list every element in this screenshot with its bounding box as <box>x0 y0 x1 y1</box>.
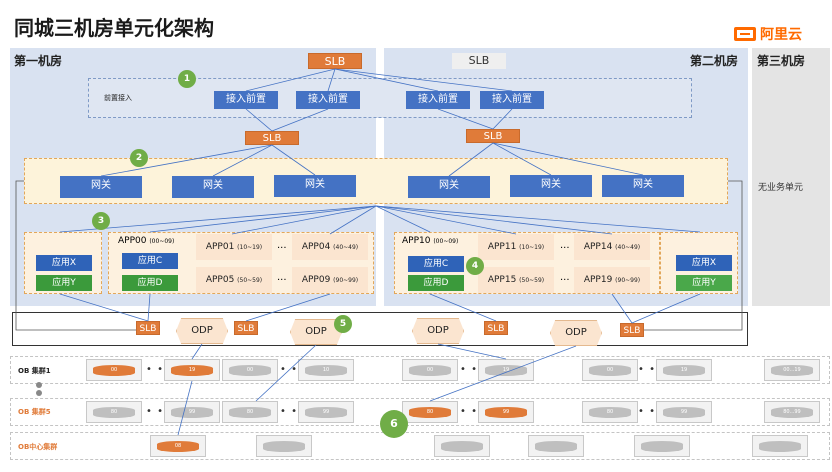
ob1-disk-19-b: 19 <box>478 359 534 381</box>
ob1-disk-00-b: 00 <box>222 359 278 381</box>
ob1-dots-1: • • • <box>146 364 176 375</box>
app01-cell: APP01 (10~19) <box>196 234 272 260</box>
ob5-disk-80-b: 80 <box>222 401 278 423</box>
gateway-2: 网关 <box>172 176 254 198</box>
room-3 <box>752 48 830 306</box>
room-1-label: 第一机房 <box>14 54 63 68</box>
front-node-4: 接入前置 <box>480 91 544 109</box>
aliyun-logo-icon <box>734 27 756 41</box>
pill-app-d-1: 应用D <box>122 275 178 291</box>
step-badge-3: 3 <box>92 212 110 230</box>
app14-cell: APP14 (40~49) <box>574 234 650 260</box>
page-title: 同城三机房单元化架构 <box>14 16 214 40</box>
obc-disk-3 <box>434 435 490 457</box>
gateway-3: 网关 <box>274 175 356 197</box>
ob1-disk-19-c: 19 <box>656 359 712 381</box>
pill-app-x-1: 应用X <box>36 255 92 271</box>
ob-row-center <box>10 432 830 460</box>
obc-disk-5 <box>634 435 690 457</box>
odp-slb-3: SLB <box>484 321 508 335</box>
ob5-dots-4: • • • <box>638 406 668 417</box>
ob1-disk-00-d: 00 <box>582 359 638 381</box>
step-badge-1: 1 <box>178 70 196 88</box>
step-badge-5: 5 <box>334 315 352 333</box>
obc-disk-4 <box>528 435 584 457</box>
gateway-6: 网关 <box>602 175 684 197</box>
gateway-1: 网关 <box>60 176 142 198</box>
ellipsis-3: ... <box>560 240 570 251</box>
ob1-disk-00: 00 <box>86 359 142 381</box>
ob-row-dots-icon <box>36 382 42 396</box>
ellipsis-1: ... <box>277 240 287 251</box>
step-badge-6: 6 <box>380 410 408 438</box>
front-node-3: 接入前置 <box>406 91 470 109</box>
pill-app-c-2: 应用C <box>408 256 464 272</box>
app11-cell: APP11 (10~19) <box>478 234 554 260</box>
odp-slb-2: SLB <box>234 321 258 335</box>
app15-cell: APP15 (50~59) <box>478 267 554 293</box>
odp-slb-4: SLB <box>620 323 644 337</box>
step-badge-2: 2 <box>130 149 148 167</box>
gateway-4: 网关 <box>408 176 490 198</box>
mid-slb-1: SLB <box>245 131 299 145</box>
logo-text: 阿里云 <box>760 27 802 43</box>
ellipsis-4: ... <box>560 272 570 283</box>
ob5-disk-99-active: 99 <box>478 401 534 423</box>
pill-app-d-2: 应用D <box>408 275 464 291</box>
app05-cell: APP05 (50~59) <box>196 267 272 293</box>
side-note: 无业务单元 <box>758 183 804 193</box>
top-slb-1: SLB <box>308 53 362 69</box>
ob5-dots-2: • • • <box>280 406 310 417</box>
gateway-5: 网关 <box>510 175 592 197</box>
ob1-disk-19: 19 <box>164 359 220 381</box>
ob-label-5: OB 集群5 <box>18 408 51 416</box>
odp-4: ODP <box>550 320 602 346</box>
access-layer-frame <box>12 312 748 346</box>
ob1-disk-00-19: 00...19 <box>764 359 820 381</box>
app10-label: APP10 (00~09) <box>402 236 459 246</box>
ob5-dots-3: • • • <box>460 406 490 417</box>
front-node-1: 接入前置 <box>214 91 278 109</box>
ob5-disk-80-c: 80 <box>582 401 638 423</box>
pill-app-c-1: 应用C <box>122 253 178 269</box>
app04-cell: APP04 (40~49) <box>292 234 368 260</box>
ob5-disk-80-active: 80 <box>402 401 458 423</box>
pill-app-x-2: 应用X <box>676 255 732 271</box>
top-slb-2: SLB <box>452 53 506 69</box>
app09-cell: APP09 (90~99) <box>292 267 368 293</box>
room-3-label: 第三机房 <box>757 54 806 68</box>
front-access-label: 前置接入 <box>104 94 132 102</box>
ob-label-1: OB 集群1 <box>18 367 51 375</box>
ob1-dots-4: • • • <box>638 364 668 375</box>
mid-slb-2: SLB <box>466 129 520 143</box>
ellipsis-2: ... <box>277 272 287 283</box>
obc-disk-08: 08 <box>150 435 206 457</box>
front-node-2: 接入前置 <box>296 91 360 109</box>
aliyun-logo: 阿里云 <box>734 24 802 44</box>
pill-app-y-1: 应用Y <box>36 275 92 291</box>
obc-disk-2 <box>256 435 312 457</box>
room-2-label: 第二机房 <box>690 54 739 68</box>
ob1-disk-00-c: 00 <box>402 359 458 381</box>
obc-disk-6 <box>752 435 808 457</box>
app00-label: APP00 (00~09) <box>118 236 175 246</box>
ob5-disk-80-99: 80...99 <box>764 401 820 423</box>
ob1-disk-10: 10 <box>298 359 354 381</box>
ob5-disk-99-b: 99 <box>298 401 354 423</box>
ob5-dots-1: • • • <box>146 406 176 417</box>
ob5-disk-99: 99 <box>164 401 220 423</box>
odp-3: ODP <box>412 318 464 344</box>
app19-cell: APP19 (90~99) <box>574 267 650 293</box>
step-badge-4: 4 <box>466 257 484 275</box>
ob5-disk-99-c: 99 <box>656 401 712 423</box>
ob-label-center: OB中心集群 <box>18 443 58 451</box>
odp-1: ODP <box>176 318 228 344</box>
ob5-disk-80: 80 <box>86 401 142 423</box>
pill-app-y-2: 应用Y <box>676 275 732 291</box>
odp-slb-1: SLB <box>136 321 160 335</box>
